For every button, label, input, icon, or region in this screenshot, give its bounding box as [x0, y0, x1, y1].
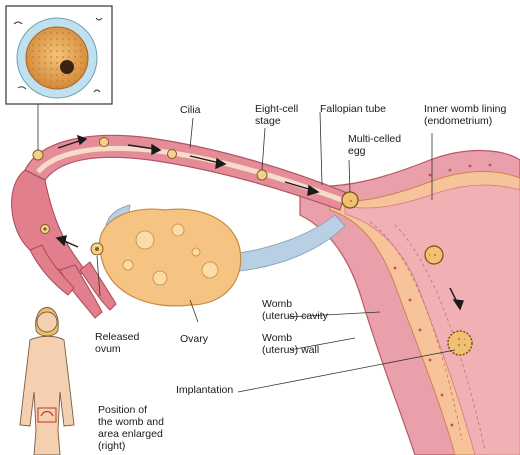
- ovary-follicles: [122, 223, 219, 286]
- egg-in-cavity: [424, 245, 444, 265]
- eggs-in-tube: [32, 137, 268, 181]
- wall-cells: [393, 163, 492, 427]
- uterus-cavity: [344, 184, 520, 455]
- ovarian-ligament: [224, 214, 346, 273]
- label-fallopian-tube: Fallopian tube: [320, 103, 386, 115]
- multi-celled-egg: [341, 191, 359, 209]
- label-inner-womb-lining: Inner womb lining (endometrium): [424, 103, 507, 127]
- label-implantation: Implantation: [176, 384, 234, 396]
- label-ovary: Ovary: [180, 333, 209, 345]
- label-released-ovum: Released ovum: [95, 331, 140, 355]
- label-cilia: Cilia: [180, 104, 201, 116]
- fimbriae: [11, 169, 117, 319]
- uterus-fold-line: [369, 221, 463, 441]
- flow-arrows: [55, 134, 464, 311]
- leader-lines: [96, 111, 456, 393]
- released-ovum-cell: [90, 242, 104, 256]
- label-multi-celled-egg: Multi-celled egg: [348, 133, 402, 157]
- fallopian-tube: [24, 134, 346, 211]
- fertilized-egg-inset: [5, 5, 113, 150]
- ovary: [98, 208, 242, 307]
- female-figure: [19, 307, 75, 455]
- uterus-fold-line-2: [394, 224, 486, 451]
- label-eight-cell-stage: Eight-cell stage: [255, 103, 299, 127]
- egg-in-fimbria: [40, 224, 50, 234]
- label-womb-wall: Womb (uterus) wall: [262, 332, 320, 356]
- implanting-egg: [447, 330, 473, 356]
- label-position-of-womb: Position of the womb and area enlarged (…: [98, 404, 164, 452]
- label-womb-cavity: Womb (uterus) cavity: [262, 298, 328, 322]
